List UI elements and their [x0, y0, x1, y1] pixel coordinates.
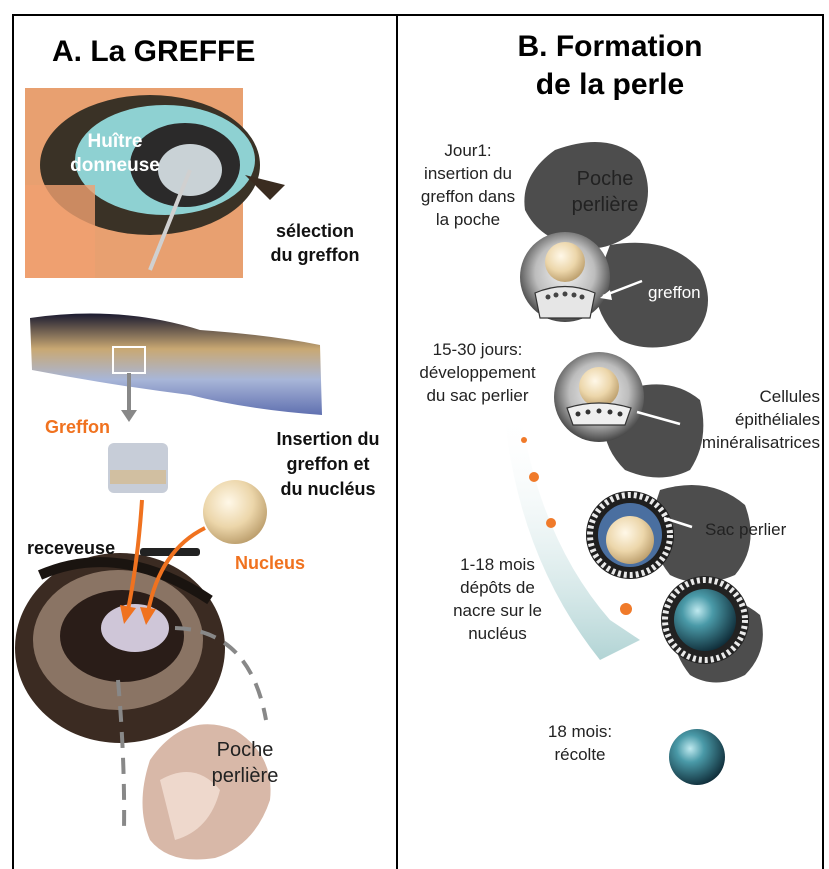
step1-line2: insertion du [408, 162, 528, 185]
poche-perliere-a-line2: perlière [195, 763, 295, 789]
step4-text: 18 mois: récolte [530, 720, 630, 766]
step2-line3: du sac perlier [405, 384, 550, 407]
step4-line2: récolte [530, 743, 630, 766]
cellules-label: Cellules épithéliales minéralisatrices [660, 385, 820, 454]
panel-a-title: A. La GREFFE [52, 35, 255, 69]
panel-b-title: B. Formation de la perle [470, 28, 750, 104]
poche-perliere-b-line1: Poche [550, 166, 660, 192]
insertion-label-line2: greffon et [258, 452, 398, 477]
step3-line3: nacre sur le [440, 599, 555, 622]
cellules-line3: minéralisatrices [660, 431, 820, 454]
cellules-line1: Cellules [660, 385, 820, 408]
stage4-pocket [661, 576, 749, 664]
donor-oyster-label-line2: donneuse [55, 154, 175, 178]
step1-line1: Jour1: [408, 139, 528, 162]
sac-perlier-label: Sac perlier [705, 520, 786, 540]
greffon-label-b: greffon [648, 283, 701, 303]
poche-perliere-label-b: Poche perlière [550, 166, 660, 218]
insertion-label: Insertion du greffon et du nucléus [258, 427, 398, 502]
insertion-label-line3: du nucléus [258, 477, 398, 502]
step3-line4: nucléus [440, 622, 555, 645]
step1-line3: greffon dans [408, 185, 528, 208]
step4-line1: 18 mois: [530, 720, 630, 743]
step3-text: 1-18 mois dépôts de nacre sur le nucléus [440, 553, 555, 645]
step2-text: 15-30 jours: développement du sac perlie… [405, 338, 550, 407]
step3-line1: 1-18 mois [440, 553, 555, 576]
step3-line2: dépôts de [440, 576, 555, 599]
step2-line1: 15-30 jours: [405, 338, 550, 361]
selection-label-line2: du greffon [250, 243, 380, 267]
poche-perliere-label-a: Poche perlière [195, 737, 295, 789]
harvested-pearl [669, 729, 725, 785]
greffon-label: Greffon [45, 417, 110, 438]
step1-text: Jour1: insertion du greffon dans la poch… [408, 139, 528, 231]
step1-line4: la poche [408, 208, 528, 231]
cellules-line2: épithéliales [660, 408, 820, 431]
poche-perliere-a-line1: Poche [195, 737, 295, 763]
selection-label-line1: sélection [250, 219, 380, 243]
selection-label: sélection du greffon [250, 219, 380, 267]
step2-line2: développement [405, 361, 550, 384]
receveuse-label: receveuse [27, 538, 115, 559]
nucleus-label: Nucleus [235, 553, 305, 574]
donor-oyster-label-line1: Huître [55, 130, 175, 154]
insertion-label-line1: Insertion du [258, 427, 398, 452]
poche-perliere-b-line2: perlière [550, 192, 660, 218]
donor-oyster-label: Huître donneuse [55, 130, 175, 178]
panel-b-title-line2: de la perle [470, 66, 750, 104]
panel-b-title-line1: B. Formation [470, 28, 750, 66]
